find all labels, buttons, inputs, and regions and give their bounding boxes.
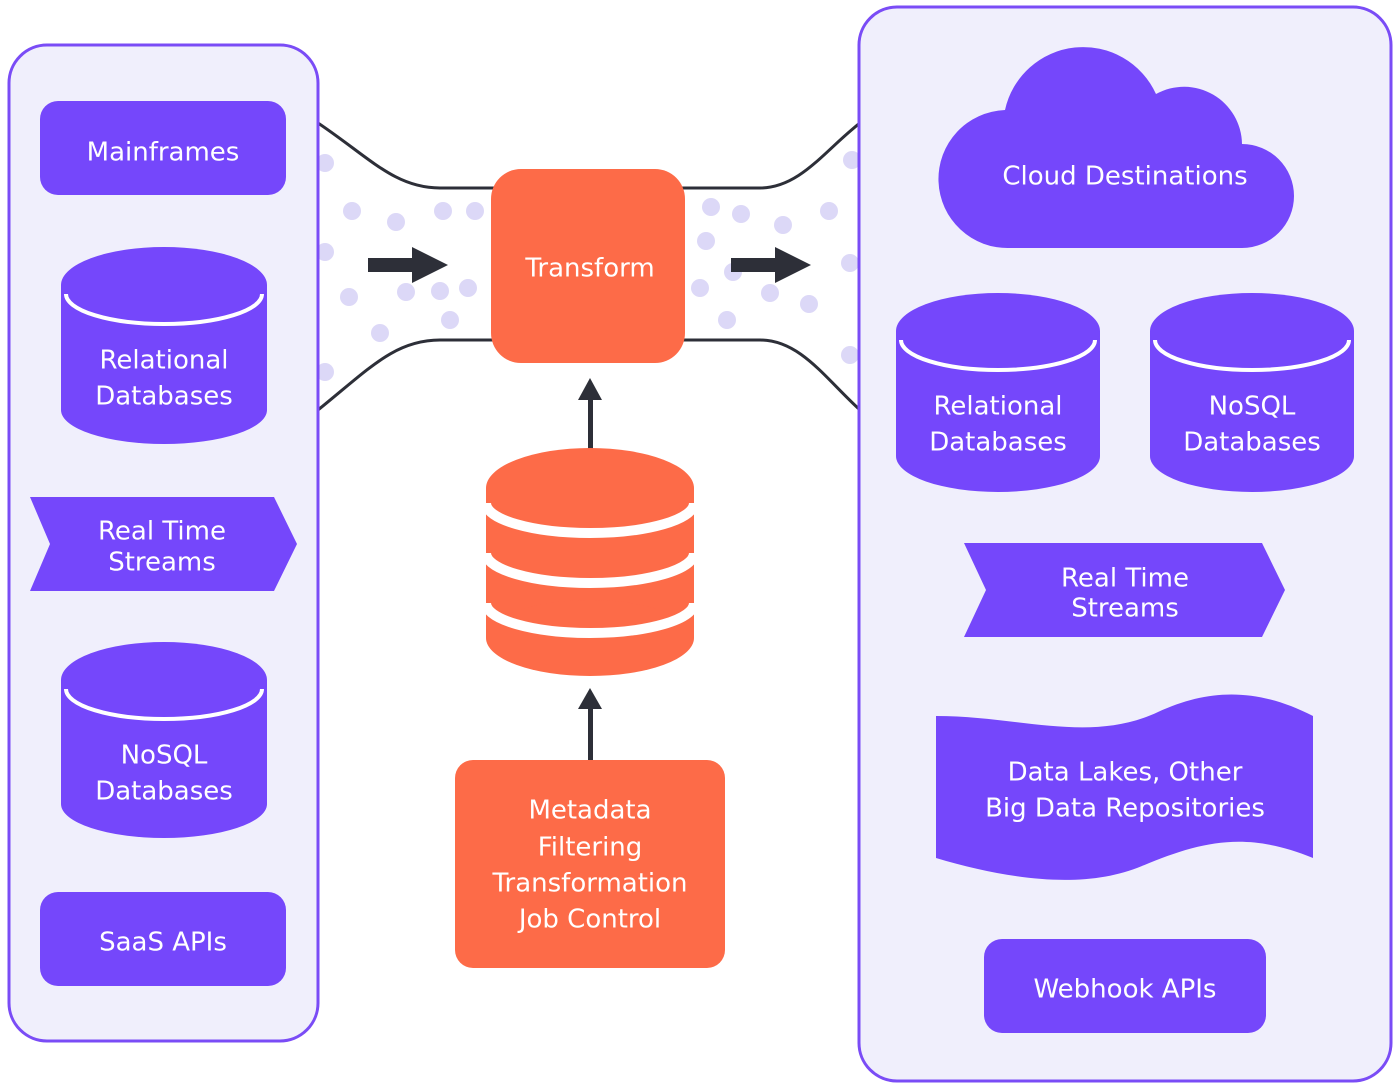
chevron-stream-icon	[30, 497, 297, 591]
metadata-label-3: Transformation	[491, 869, 687, 899]
source-real-time-streams: Real Time Streams	[30, 497, 297, 591]
source-streams-label-2: Streams	[108, 548, 216, 578]
database-icon	[61, 285, 267, 444]
database-icon	[1150, 331, 1354, 492]
database-icon	[896, 331, 1100, 492]
metadata-label-1: Metadata	[528, 796, 651, 826]
source-relational-label-1: Relational	[99, 346, 228, 376]
transform-box: Transform	[491, 169, 685, 363]
metadata-box: Metadata Filtering Transformation Job Co…	[455, 760, 725, 968]
database-icon	[61, 680, 267, 838]
right-arrow-icon	[368, 247, 448, 283]
destination-real-time-streams: Real Time Streams	[964, 543, 1285, 637]
destination-nosql-label-1: NoSQL	[1209, 392, 1296, 422]
source-streams-label-1: Real Time	[98, 517, 226, 547]
destination-nosql-databases: NoSQL Databases	[1150, 293, 1354, 492]
pipe-top-right	[682, 121, 861, 190]
destination-nosql-label-2: Databases	[1183, 428, 1321, 458]
destination-lakes-label-2: Big Data Repositories	[985, 794, 1265, 824]
cloud-icon	[938, 47, 1294, 249]
destination-streams-label-2: Streams	[1071, 594, 1179, 624]
pipe-top-left	[317, 121, 500, 190]
source-mainframes-label: Mainframes	[87, 138, 240, 168]
chevron-stream-icon	[964, 543, 1285, 637]
destination-streams-label-1: Real Time	[1061, 564, 1189, 594]
source-relational-databases: Relational Databases	[61, 247, 267, 444]
up-arrow-icon	[578, 688, 602, 761]
destination-relational-databases: Relational Databases	[896, 293, 1100, 492]
metadata-label-2: Filtering	[538, 833, 643, 863]
metadata-database	[481, 448, 699, 676]
source-nosql-label-1: NoSQL	[121, 741, 208, 771]
transform-label: Transform	[524, 254, 654, 284]
destination-relational-label-1: Relational	[933, 392, 1062, 422]
source-nosql-databases: NoSQL Databases	[61, 642, 267, 838]
destination-webhook-label: Webhook APIs	[1034, 975, 1217, 1005]
pipe-bottom-left	[317, 338, 500, 412]
destinations-panel: Cloud Destinations Relational Databases …	[857, 5, 1393, 1083]
destination-cloud-label: Cloud Destinations	[1002, 162, 1247, 192]
wave-banner-icon	[936, 694, 1313, 880]
source-nosql-label-2: Databases	[95, 777, 233, 807]
sources-panel: Mainframes Relational Databases Real Tim…	[7, 43, 320, 1043]
destination-lakes-label-1: Data Lakes, Other	[1008, 758, 1243, 788]
pipe	[316, 121, 862, 412]
destination-webhook-apis: Webhook APIs	[984, 939, 1266, 1033]
destination-relational-label-2: Databases	[929, 428, 1067, 458]
right-arrow-icon	[731, 247, 811, 283]
pipe-dots	[316, 151, 861, 381]
source-saas-apis: SaaS APIs	[40, 892, 286, 986]
pipe-bottom-right	[682, 338, 862, 412]
metadata-label-4: Job Control	[517, 905, 661, 935]
source-saas-label: SaaS APIs	[99, 928, 227, 958]
destination-data-lakes: Data Lakes, Other Big Data Repositories	[936, 694, 1313, 880]
up-arrow-icon	[578, 378, 602, 452]
source-relational-label-2: Databases	[95, 382, 233, 412]
destination-cloud: Cloud Destinations	[938, 47, 1294, 249]
pipe-fill	[318, 123, 860, 410]
source-mainframes: Mainframes	[40, 101, 286, 195]
